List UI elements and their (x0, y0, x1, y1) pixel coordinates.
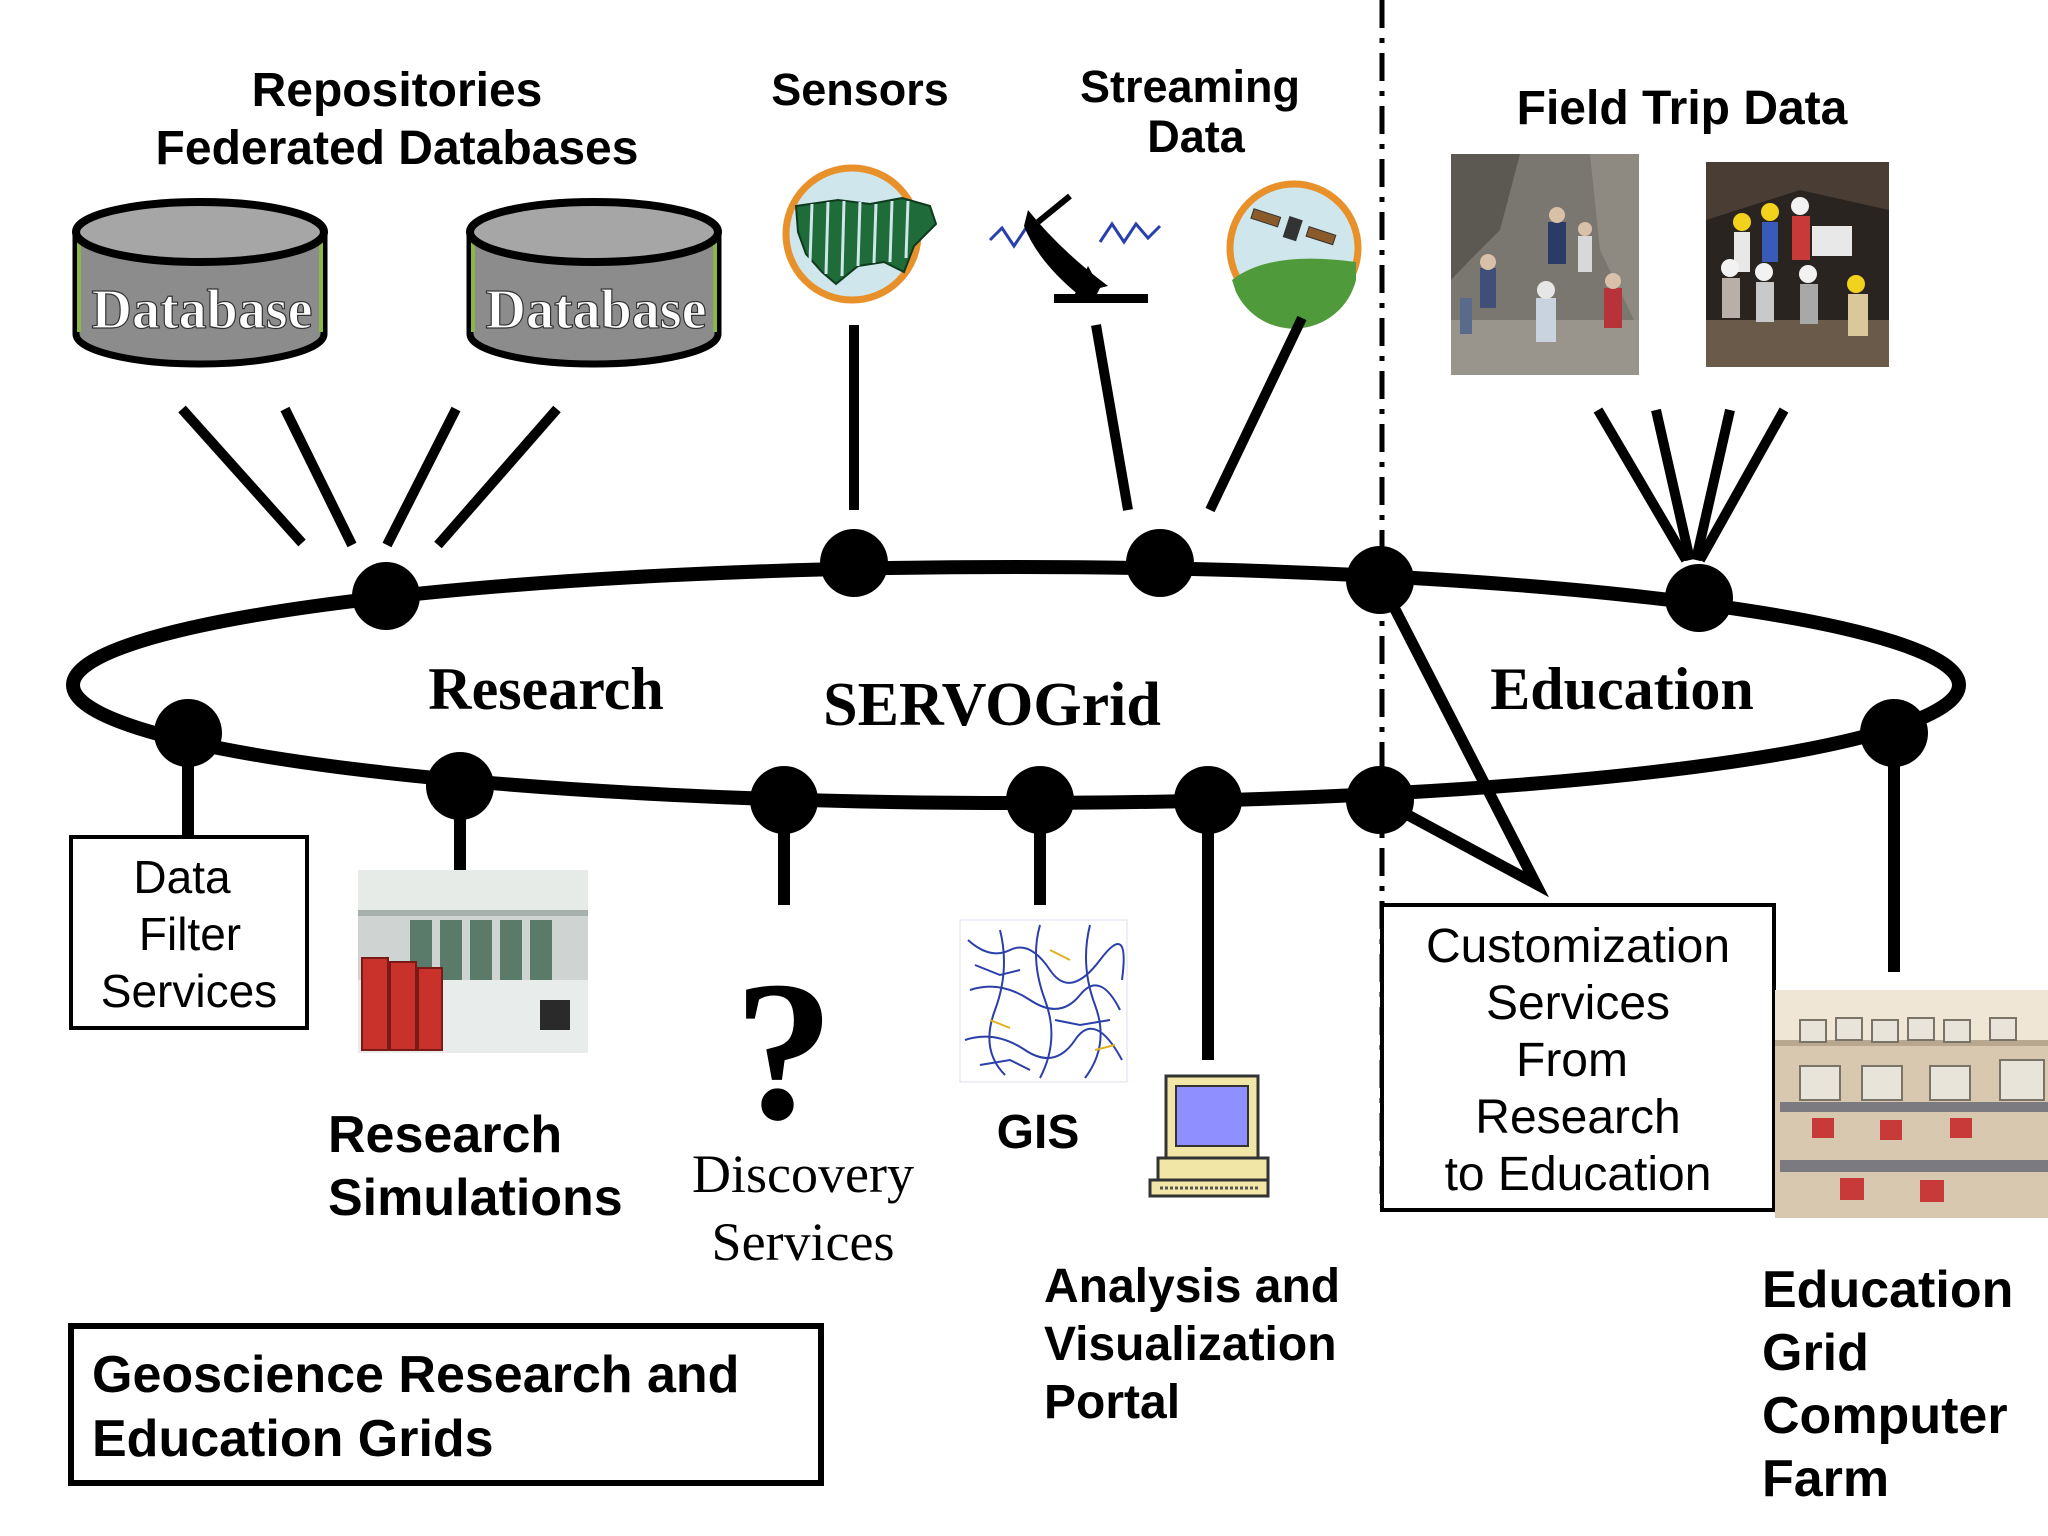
geoscience-title-line-2: Education Grids (92, 1410, 494, 1468)
data-filter-services-box: Data Filter Services (69, 835, 309, 1030)
data-filter-line-3: Services (101, 965, 277, 1017)
database-icon-left: Database (72, 198, 328, 368)
customization-line-4: Research (1475, 1091, 1680, 1144)
customization-line-5: to Education (1445, 1148, 1712, 1201)
gis-map-thumbnail (959, 919, 1128, 1083)
education-farm-line-2: Grid (1762, 1324, 1869, 1382)
customization-line-3: From (1516, 1034, 1628, 1087)
customization-services-box: Customization Services From Research to … (1380, 903, 1776, 1212)
education-farm-line-4: Farm (1762, 1450, 1889, 1508)
node-analysis (1174, 766, 1242, 834)
desktop-computer-icon (1148, 1074, 1270, 1198)
customization-line-2: Services (1486, 977, 1670, 1030)
node-education-farm (1860, 699, 1928, 767)
node-field-trip (1665, 564, 1733, 632)
field-trip-photo-right (1706, 162, 1889, 367)
data-filter-line-2: Filter (139, 908, 241, 960)
database-icon-right: Database (466, 198, 722, 368)
node-research-sim (426, 752, 494, 820)
sensors-map-icon (782, 164, 938, 304)
grid-nodes (154, 529, 1928, 834)
gis-label: GIS (997, 1106, 1080, 1159)
research-simulations-line-1: Research (328, 1106, 562, 1164)
node-streaming (1126, 529, 1194, 597)
analysis-portal-line-2: Visualization (1044, 1318, 1337, 1371)
question-mark-icon: ? (734, 941, 834, 1162)
streaming-data-heading-2: Data (1147, 111, 1246, 162)
research-simulations-line-2: Simulations (328, 1169, 623, 1227)
node-customization (1346, 766, 1414, 834)
node-data-filter (154, 699, 222, 767)
education-label: Education (1490, 656, 1753, 722)
field-trip-data-heading: Field Trip Data (1517, 82, 1848, 135)
satellite-orbit-icon (1226, 180, 1362, 329)
servogrid-label: SERVOGrid (823, 671, 1161, 739)
repositories-heading: Repositories (252, 64, 543, 117)
top-connectors (178, 315, 1789, 563)
federated-databases-heading: Federated Databases (156, 122, 639, 175)
discovery-services-line-2: Services (712, 1212, 895, 1272)
education-farm-line-1: Education (1762, 1261, 2013, 1319)
computer-lab-photo (1775, 990, 2048, 1218)
supercomputer-room-photo (358, 870, 588, 1053)
analysis-portal-line-3: Portal (1044, 1376, 1180, 1429)
node-discovery (750, 766, 818, 834)
education-farm-line-3: Computer (1762, 1387, 2008, 1445)
data-filter-line-1: Data (133, 851, 231, 903)
database-label-left: Database (92, 279, 313, 341)
discovery-services-line-1: Discovery (692, 1144, 914, 1204)
node-databases (352, 562, 420, 630)
geoscience-title-box: Geoscience Research and Education Grids (68, 1323, 824, 1486)
research-label: Research (428, 656, 664, 722)
analysis-portal-line-1: Analysis and (1044, 1260, 1340, 1313)
sensors-heading: Sensors (771, 64, 949, 115)
node-sensors (820, 529, 888, 597)
node-gis (1006, 766, 1074, 834)
customization-line-1: Customization (1426, 920, 1730, 973)
streaming-data-heading-1: Streaming (1080, 61, 1300, 112)
customization-connector (1375, 577, 1549, 898)
database-label-right: Database (486, 279, 707, 341)
node-divider-top (1346, 546, 1414, 614)
geoscience-title-line-1: Geoscience Research and (92, 1346, 739, 1404)
satellite-dish-icon (988, 193, 1162, 303)
field-trip-photo-left (1451, 154, 1639, 375)
